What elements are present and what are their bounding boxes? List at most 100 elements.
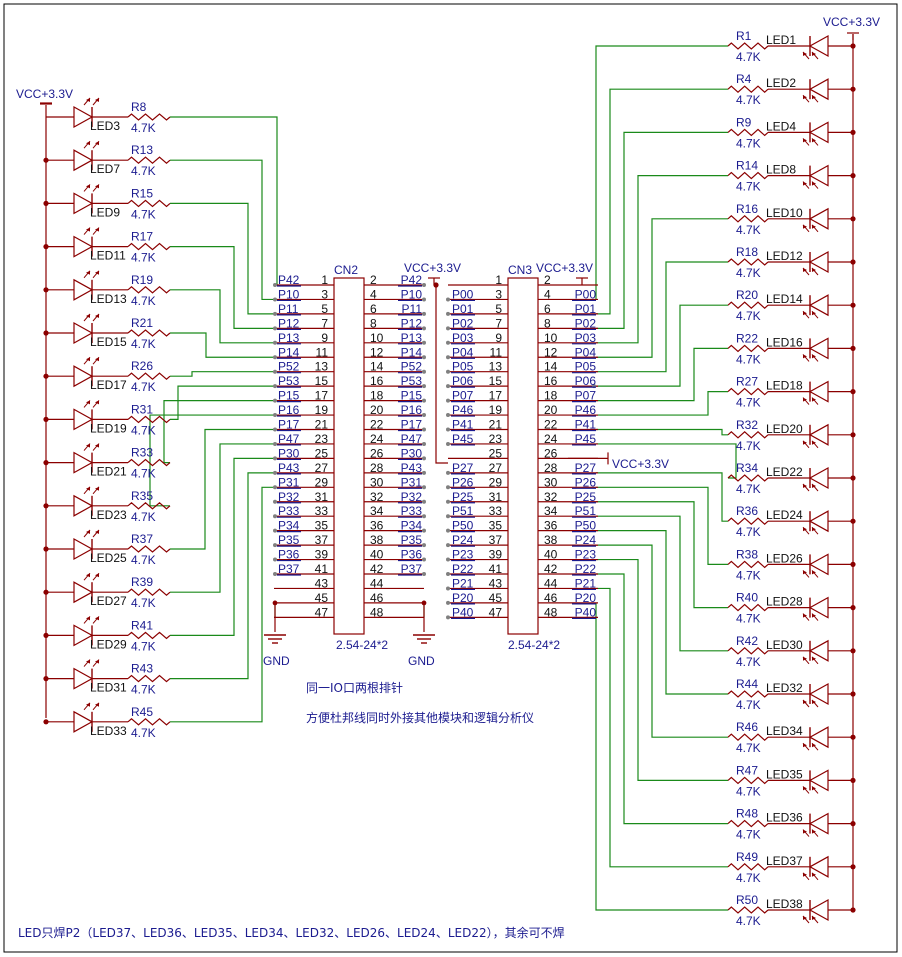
pin-end-dot bbox=[446, 615, 450, 620]
led-ref: LED22 bbox=[766, 465, 803, 479]
cn3-net-left: P25 bbox=[452, 490, 474, 504]
cn2-pin-number: 27 bbox=[315, 461, 329, 475]
emission-arrows-icon bbox=[802, 786, 819, 794]
pin-end-dot bbox=[422, 470, 426, 475]
emission-arrows-icon bbox=[83, 270, 100, 279]
net-wire bbox=[596, 391, 728, 416]
cn3-body bbox=[507, 277, 539, 635]
net-wire bbox=[596, 486, 728, 566]
cn2-pin-number: 3 bbox=[321, 287, 328, 301]
led-triangle bbox=[808, 250, 829, 274]
emission-arrows-icon bbox=[83, 702, 100, 711]
led-ref: LED27 bbox=[90, 594, 127, 608]
cn2-pin-number: 45 bbox=[315, 591, 329, 605]
cn2-net-left: P35 bbox=[278, 533, 300, 547]
resistor-value: 4.7K bbox=[131, 467, 156, 481]
resistor-icon bbox=[127, 545, 171, 553]
cn3-net-left: P45 bbox=[452, 432, 474, 446]
cn2-pin-number: 20 bbox=[370, 403, 384, 417]
cn3-pin-number: 16 bbox=[544, 374, 558, 388]
arrow-head bbox=[86, 530, 90, 534]
cn3-net-right: P25 bbox=[575, 490, 597, 504]
led-triangle bbox=[808, 812, 829, 835]
resistor-icon bbox=[727, 42, 769, 50]
emission-arrows-icon bbox=[802, 354, 819, 362]
cn2-pin-number: 15 bbox=[315, 374, 329, 388]
arrow-head bbox=[95, 443, 99, 448]
cn2-pin-number: 35 bbox=[315, 519, 329, 533]
pin-end-dot bbox=[446, 326, 450, 331]
emission-arrows-icon bbox=[802, 51, 819, 60]
cn2-net-left: P43 bbox=[278, 461, 300, 475]
net-wire bbox=[170, 443, 275, 593]
emission-arrows-icon bbox=[83, 659, 100, 667]
led-ref: LED37 bbox=[766, 854, 803, 868]
resistor-zigzag bbox=[727, 560, 769, 569]
junction-dot bbox=[850, 345, 856, 351]
resistor-value: 4.7K bbox=[131, 164, 156, 178]
resistor-zigzag bbox=[727, 128, 769, 137]
pin-end-dot bbox=[273, 384, 277, 389]
resistor-ref: R9 bbox=[736, 115, 752, 129]
resistor-value: 4.7K bbox=[131, 207, 156, 221]
cn2-pin-number: 1 bbox=[321, 273, 328, 287]
led-triangle bbox=[808, 682, 829, 706]
cn3-net-left: P26 bbox=[452, 475, 474, 489]
resistor-ref: R34 bbox=[736, 461, 758, 475]
emission-arrows-icon bbox=[802, 526, 819, 535]
resistor-icon bbox=[127, 329, 171, 337]
pin-end-dot bbox=[446, 499, 450, 504]
cn3-pin-number: 2 bbox=[544, 273, 551, 287]
resistor-zigzag bbox=[727, 387, 769, 396]
cn2-net-right: P30 bbox=[401, 446, 423, 460]
net-wire bbox=[596, 544, 728, 738]
cn3-ref: CN3 bbox=[508, 263, 532, 277]
emission-arrows-icon bbox=[802, 829, 819, 837]
led-triangle bbox=[808, 337, 829, 360]
cn2-pin-number: 39 bbox=[315, 548, 329, 562]
cn3-pin-number: 13 bbox=[489, 360, 503, 374]
pin-end-dot bbox=[273, 441, 277, 446]
arrow-head bbox=[803, 527, 807, 532]
resistor-icon bbox=[127, 372, 171, 380]
resistor-zigzag bbox=[127, 372, 171, 380]
cn2-pin-number: 21 bbox=[315, 418, 329, 432]
cn3-net-right: P04 bbox=[575, 345, 597, 359]
arrow-head bbox=[86, 98, 90, 102]
resistor-value: 4.7K bbox=[736, 180, 761, 194]
net-wire bbox=[596, 587, 728, 868]
cn3-pin-number: 43 bbox=[489, 576, 503, 590]
cn3-pin-number: 21 bbox=[489, 418, 503, 432]
resistor-value: 4.7K bbox=[131, 423, 156, 437]
cn2-pin-number: 36 bbox=[370, 519, 384, 533]
cn3-net-right: P01 bbox=[575, 302, 597, 316]
net-wire bbox=[149, 414, 275, 507]
arrow-head bbox=[803, 397, 807, 402]
resistor-ref: R22 bbox=[736, 331, 758, 345]
led-triangle bbox=[808, 466, 829, 490]
cn2-net-left: P47 bbox=[278, 432, 300, 446]
cn2-pin-number: 31 bbox=[315, 490, 329, 504]
resistor-icon bbox=[727, 862, 769, 871]
cn2-net-left: P33 bbox=[278, 504, 300, 518]
resistor-icon bbox=[127, 588, 171, 596]
cn3-pin-number: 23 bbox=[489, 432, 503, 446]
cn2-pin-number: 5 bbox=[321, 302, 328, 316]
resistor-value: 4.7K bbox=[736, 482, 761, 496]
arrow-head bbox=[812, 52, 816, 56]
led-triangle bbox=[808, 898, 829, 922]
junction-dot bbox=[43, 546, 49, 552]
net-wire bbox=[596, 261, 728, 373]
cn3-pin-number: 48 bbox=[544, 605, 558, 619]
arrow-head bbox=[86, 227, 90, 232]
emission-arrows-icon bbox=[802, 742, 819, 751]
resistor-value: 4.7K bbox=[736, 266, 761, 280]
ground-icon bbox=[413, 634, 435, 644]
resistor-ref: R1 bbox=[736, 29, 752, 43]
resistor-ref: R39 bbox=[131, 575, 153, 589]
arrow-head bbox=[95, 573, 99, 578]
resistor-zigzag bbox=[727, 906, 769, 914]
resistor-icon bbox=[727, 690, 769, 698]
resistor-value: 4.7K bbox=[131, 553, 156, 567]
pin-end-dot bbox=[273, 456, 277, 461]
